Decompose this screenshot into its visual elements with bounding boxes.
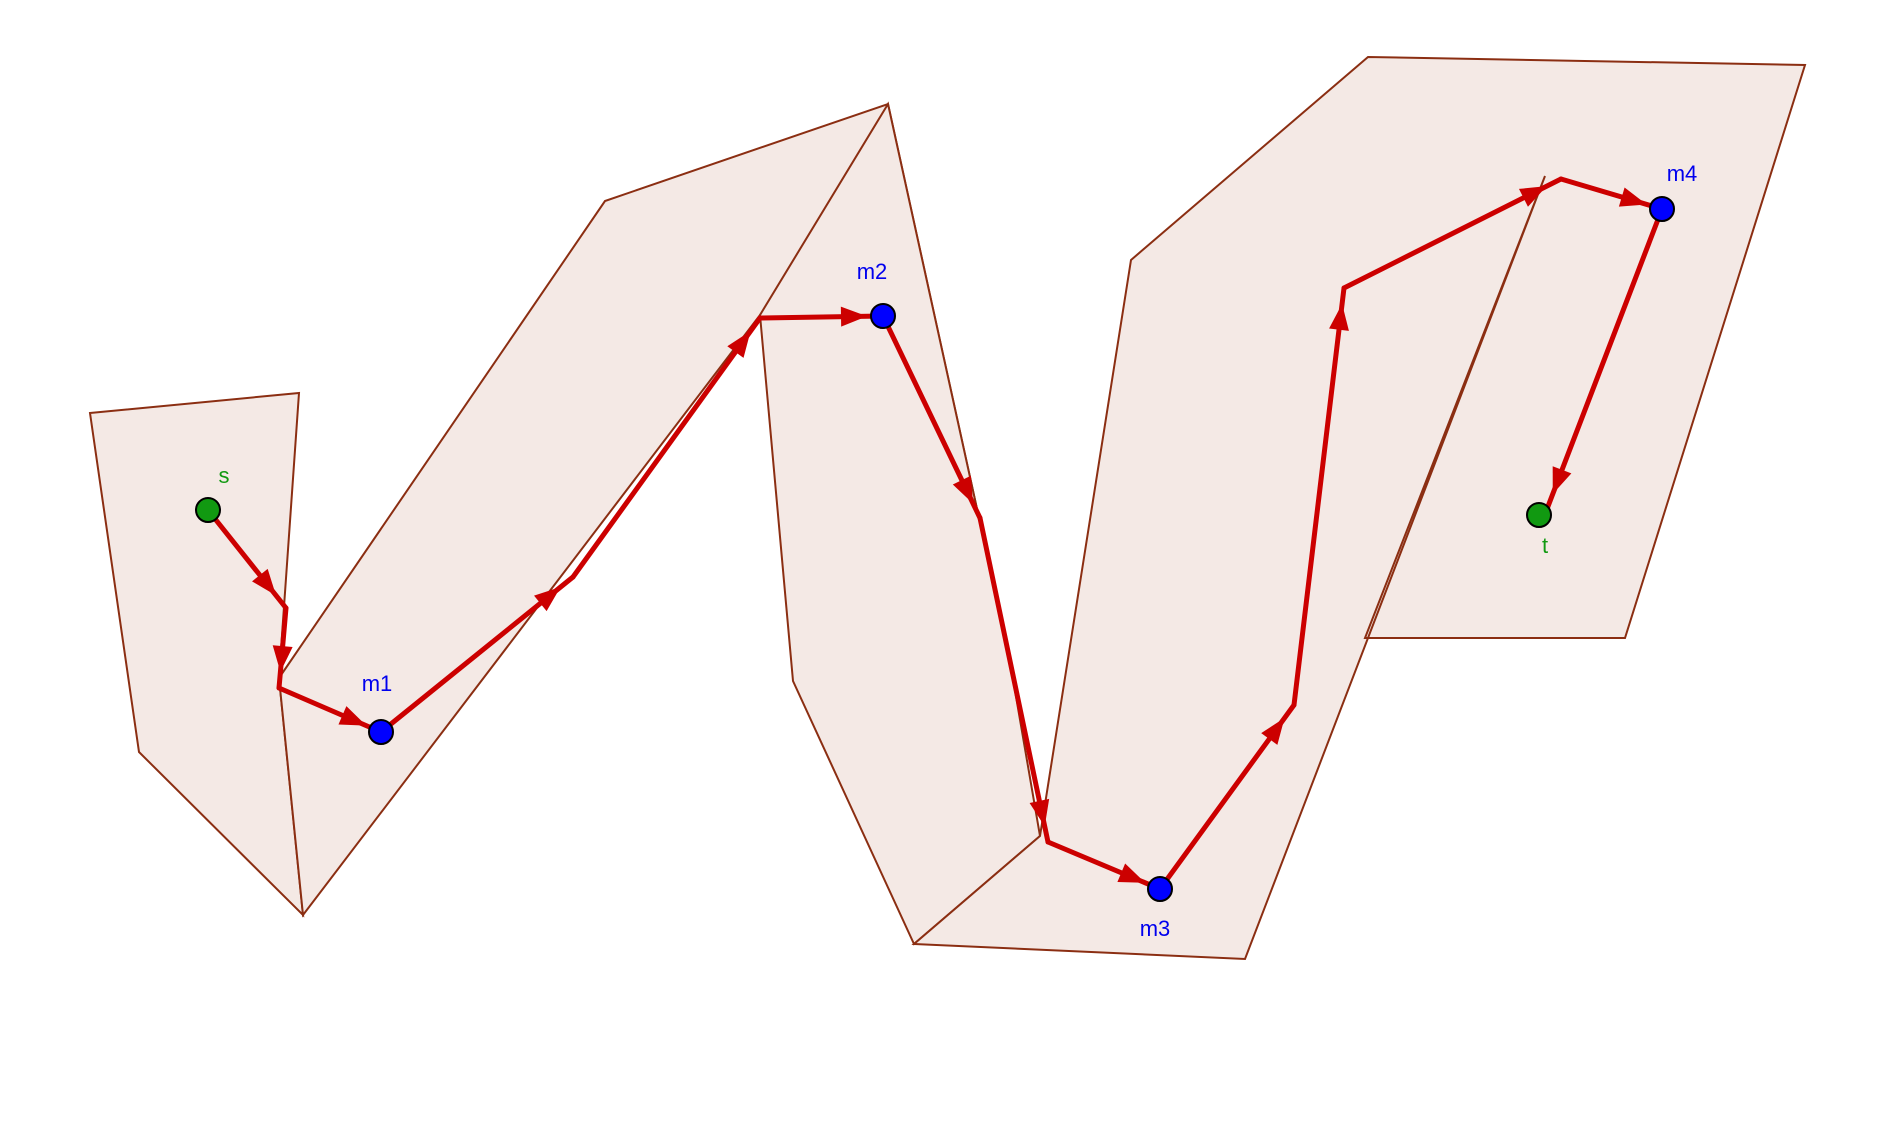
- path-segment-11: [1291, 285, 1347, 708]
- polygon-regions: [88, 55, 1807, 961]
- path-arrowhead-5: [727, 330, 751, 358]
- path-segment-8: [977, 515, 1051, 845]
- point-label-s: s: [219, 463, 230, 488]
- path-arrowhead-8: [1029, 798, 1050, 827]
- point-label-m4: m4: [1667, 161, 1698, 186]
- point-label-m2: m2: [857, 259, 888, 284]
- point-s: [195, 497, 221, 523]
- path-arrowhead-3: [338, 706, 367, 726]
- path-arrowhead-1: [252, 568, 277, 596]
- point-markers: [195, 196, 1675, 902]
- path-arrowhead-14: [1552, 466, 1572, 495]
- path-segment-14: [1544, 206, 1665, 512]
- point-labels: s m1 m2 m3 m4 t: [219, 161, 1698, 941]
- path-arrowhead-10: [1261, 717, 1285, 745]
- point-m1: [368, 719, 394, 745]
- path-arrowhead-4: [534, 587, 561, 612]
- path-arrowhead-7: [952, 475, 974, 504]
- path-arrowhead-13: [1618, 187, 1647, 207]
- path-arrowhead-11: [1329, 303, 1349, 331]
- point-m4: [1649, 196, 1675, 222]
- point-label-m1: m1: [362, 671, 393, 696]
- point-m3: [1147, 876, 1173, 902]
- path-arrowhead-9: [1117, 863, 1146, 883]
- point-label-m3: m3: [1140, 916, 1171, 941]
- point-m2: [870, 303, 896, 329]
- path-arrowhead-12: [1518, 186, 1547, 207]
- point-label-t: t: [1542, 533, 1548, 558]
- path-segment-5: [570, 315, 763, 580]
- path-segments: [205, 176, 1665, 892]
- point-t: [1526, 502, 1552, 528]
- polygon-region-4: [911, 55, 1807, 961]
- polygon-region-1: [88, 391, 305, 918]
- path-arrowhead-6: [840, 306, 868, 327]
- path-arrowhead-2: [272, 645, 293, 673]
